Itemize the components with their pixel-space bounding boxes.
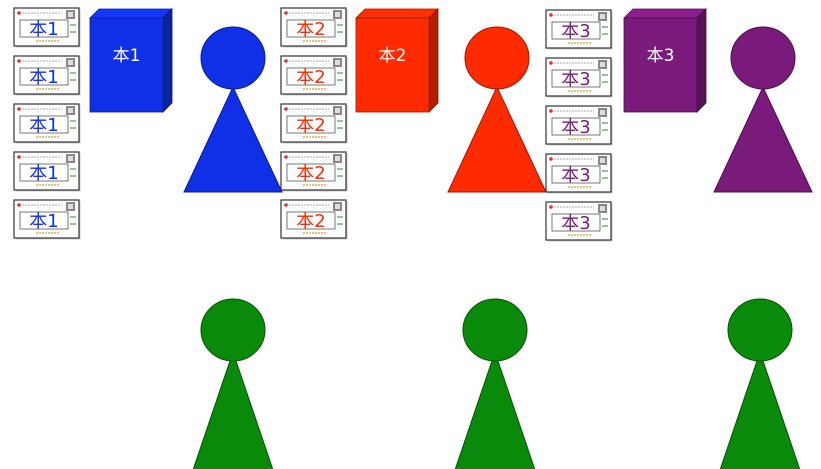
ticket-card: 本2 bbox=[281, 200, 348, 240]
qr-code-inner bbox=[68, 108, 73, 113]
qr-code-inner bbox=[600, 110, 605, 115]
person-head bbox=[465, 27, 529, 89]
card-label: 本2 bbox=[296, 115, 325, 136]
student-head bbox=[201, 299, 265, 361]
ticket-card: 本2 bbox=[281, 104, 348, 144]
book-box-top bbox=[90, 9, 172, 18]
student-figure bbox=[455, 299, 535, 469]
book-box-label: 本3 bbox=[647, 46, 675, 66]
card-logo-icon bbox=[284, 155, 288, 159]
book-box-top bbox=[624, 9, 706, 18]
student-body bbox=[193, 352, 273, 469]
card-label: 本2 bbox=[296, 211, 325, 232]
ticket-card: 本3 bbox=[546, 106, 613, 146]
student-head bbox=[728, 299, 792, 361]
book-box-label: 本1 bbox=[113, 46, 141, 66]
card-logo-icon bbox=[17, 59, 21, 63]
qr-code-inner bbox=[68, 12, 73, 17]
card-label: 本2 bbox=[296, 67, 325, 88]
book-box: 本3 bbox=[624, 9, 706, 112]
card-logo-icon bbox=[17, 203, 21, 207]
qr-code-inner bbox=[600, 158, 605, 163]
student-figure bbox=[720, 299, 800, 469]
qr-code-inner bbox=[335, 204, 340, 209]
card-label: 本2 bbox=[296, 163, 325, 184]
book-box: 本1 bbox=[90, 9, 172, 112]
card-label: 本1 bbox=[29, 19, 58, 40]
card-logo-icon bbox=[17, 107, 21, 111]
ticket-card: 本3 bbox=[546, 10, 613, 50]
card-logo-icon bbox=[17, 155, 21, 159]
book-box-side bbox=[429, 9, 438, 112]
book-box-side bbox=[163, 9, 172, 112]
card-label: 本1 bbox=[29, 115, 58, 136]
card-logo-icon bbox=[284, 11, 288, 15]
ticket-card: 本2 bbox=[281, 152, 348, 192]
ticket-card: 本1 bbox=[14, 200, 81, 240]
ticket-card: 本1 bbox=[14, 8, 81, 48]
qr-code-inner bbox=[600, 62, 605, 67]
card-logo-icon bbox=[549, 157, 553, 161]
card-logo-icon bbox=[284, 59, 288, 63]
card-logo-icon bbox=[549, 61, 553, 65]
card-label: 本1 bbox=[29, 211, 58, 232]
qr-code-inner bbox=[600, 206, 605, 211]
ticket-card: 本3 bbox=[546, 154, 613, 194]
ticket-card: 本1 bbox=[14, 152, 81, 192]
group-2: 本2 本2 本2 本2 本2 本2 bbox=[281, 8, 546, 240]
book-box-top bbox=[356, 9, 438, 18]
card-logo-icon bbox=[549, 109, 553, 113]
card-logo-icon bbox=[284, 203, 288, 207]
book-box-side bbox=[697, 9, 706, 112]
student-body bbox=[455, 352, 535, 469]
card-logo-icon bbox=[17, 11, 21, 15]
book-box: 本2 bbox=[356, 9, 438, 112]
ticket-card: 本3 bbox=[546, 202, 613, 242]
card-label: 本3 bbox=[561, 117, 590, 138]
card-label: 本1 bbox=[29, 163, 58, 184]
qr-code-inner bbox=[335, 60, 340, 65]
person-body bbox=[184, 87, 282, 192]
ticket-card: 本3 bbox=[546, 58, 613, 98]
ticket-card: 本2 bbox=[281, 56, 348, 96]
student-figure bbox=[193, 299, 273, 469]
card-label: 本3 bbox=[561, 165, 590, 186]
qr-code-inner bbox=[68, 204, 73, 209]
person-figure bbox=[448, 27, 546, 192]
card-label: 本3 bbox=[561, 213, 590, 234]
ticket-card: 本2 bbox=[281, 8, 348, 48]
ticket-card: 本1 bbox=[14, 56, 81, 96]
person-body bbox=[448, 87, 546, 192]
qr-code-inner bbox=[68, 156, 73, 161]
qr-code-inner bbox=[335, 108, 340, 113]
group-3: 本3 本3 本3 本3 本3 本3 bbox=[546, 9, 812, 242]
person-body bbox=[714, 87, 812, 192]
person-figure bbox=[184, 27, 282, 192]
book-box-label: 本2 bbox=[379, 46, 407, 66]
card-logo-icon bbox=[549, 205, 553, 209]
person-head bbox=[201, 27, 265, 89]
group-1: 本1 本1 本1 本1 本1 本1 bbox=[14, 8, 282, 240]
qr-code-inner bbox=[335, 156, 340, 161]
ticket-card: 本1 bbox=[14, 104, 81, 144]
card-label: 本3 bbox=[561, 69, 590, 90]
student-head bbox=[463, 299, 527, 361]
qr-code-inner bbox=[68, 60, 73, 65]
card-label: 本2 bbox=[296, 19, 325, 40]
card-logo-icon bbox=[549, 13, 553, 17]
person-figure bbox=[714, 27, 812, 192]
person-head bbox=[731, 27, 795, 89]
card-logo-icon bbox=[284, 107, 288, 111]
qr-code-inner bbox=[335, 12, 340, 17]
qr-code-inner bbox=[600, 14, 605, 19]
card-label: 本3 bbox=[561, 21, 590, 42]
student-body bbox=[720, 352, 800, 469]
card-label: 本1 bbox=[29, 67, 58, 88]
